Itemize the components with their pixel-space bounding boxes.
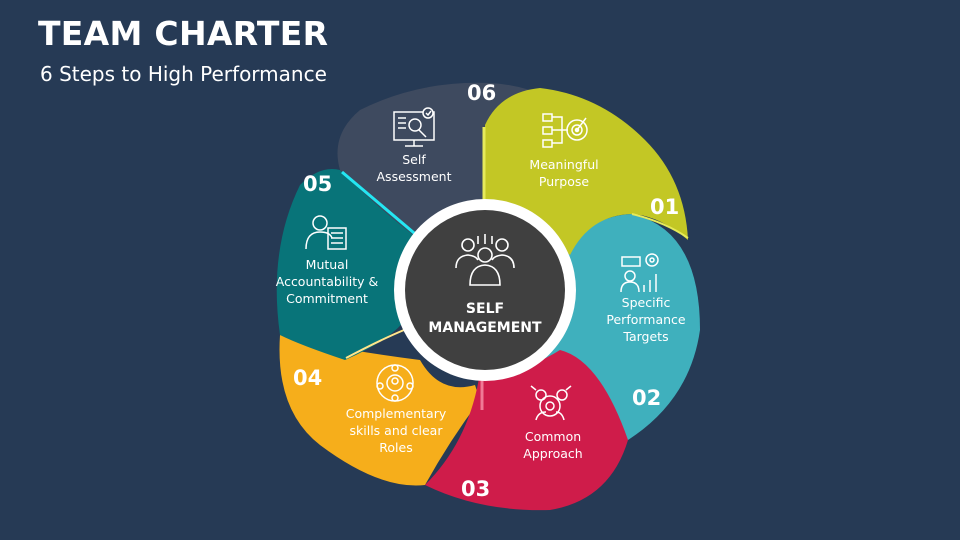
segment-05 [276, 169, 420, 360]
center-label: SELF MANAGEMENT [428, 301, 542, 336]
accent-line-05 [341, 170, 421, 240]
step-label-05: Mutual Accountability & Commitment [275, 257, 379, 306]
step-label-03: Common Approach [523, 429, 583, 461]
step-label-06: Self Assessment [376, 152, 452, 184]
step-number-03: 03 [461, 477, 491, 501]
step-label-04: Complementary skills and clear Roles [345, 406, 447, 455]
accent-line-02 [631, 213, 689, 239]
accent-line-04 [345, 329, 405, 359]
target-flowchart-icon [542, 113, 588, 148]
step-number-04: 04 [293, 366, 323, 390]
step-label-01: Meaningful Purpose [529, 157, 599, 189]
step-number-06: 06 [467, 81, 497, 105]
step-label-02: Specific Performance Targets [606, 295, 686, 344]
step-number-05: 05 [303, 172, 333, 196]
page-title: TEAM CHARTER [38, 14, 329, 53]
performance-chart-icon [620, 253, 659, 293]
monitor-assessment-icon [393, 107, 435, 147]
accountant-calculator-icon [305, 215, 347, 250]
segment-01 [485, 88, 688, 255]
segment-04 [279, 335, 480, 486]
segment-03 [425, 350, 628, 511]
center-circle [405, 210, 565, 370]
step-number-02: 02 [632, 386, 662, 410]
page-subtitle: 6 Steps to High Performance [40, 62, 327, 86]
step-number-01: 01 [650, 195, 680, 219]
roles-circle-icon [376, 364, 414, 402]
team-group-icon [455, 234, 515, 286]
gears-people-icon [530, 385, 572, 421]
